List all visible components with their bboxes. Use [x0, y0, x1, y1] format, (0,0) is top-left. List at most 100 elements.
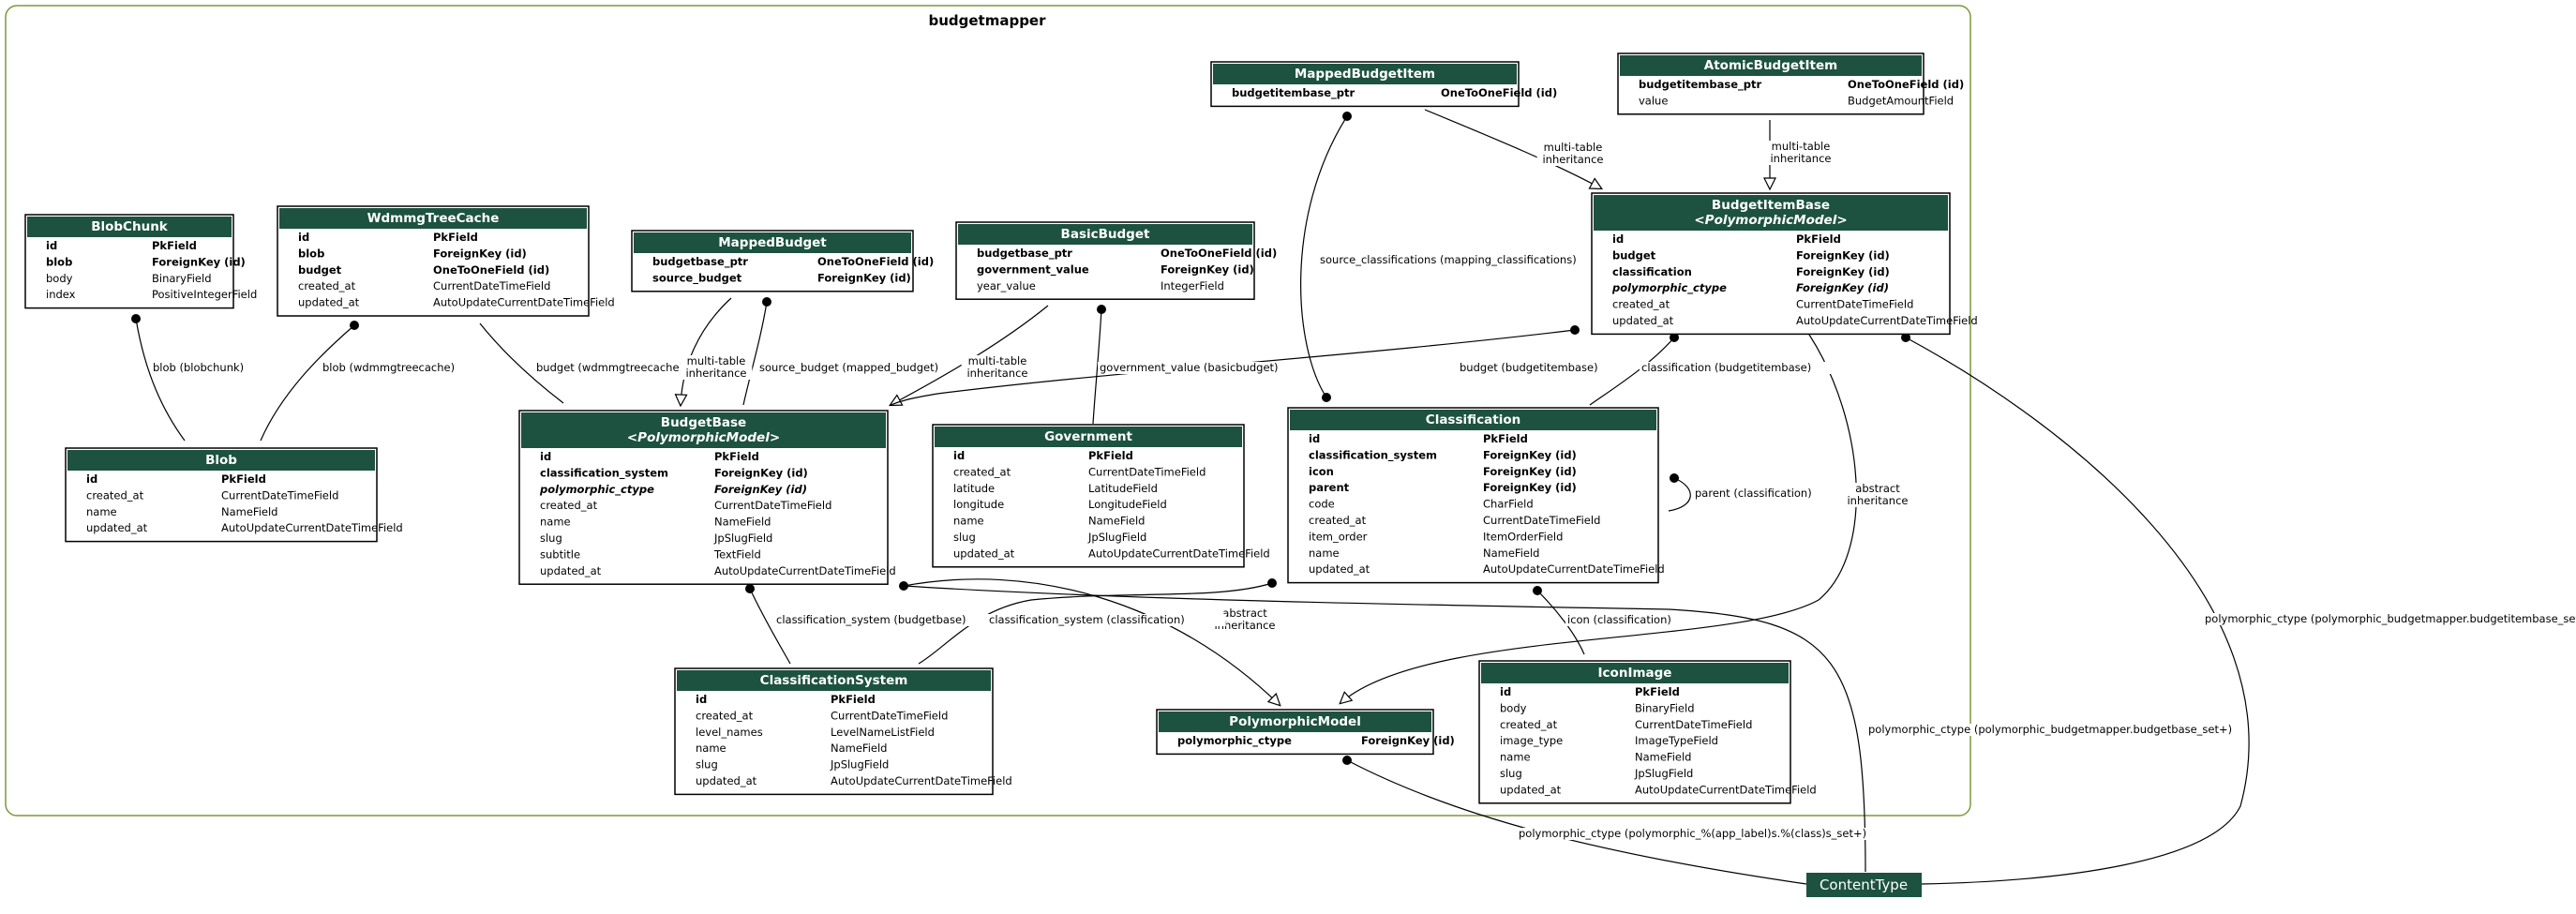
edge-source-budget	[742, 301, 768, 406]
model-header	[935, 427, 1242, 447]
field-type: OneToOneField (id)	[1441, 86, 1557, 99]
field-type: CurrentDateTimeField	[1088, 465, 1206, 478]
field-type: LatitudeField	[1088, 482, 1158, 495]
field-name: updated_at	[953, 547, 1015, 560]
field-name: created_at	[1612, 298, 1670, 311]
field-name: blob	[46, 255, 72, 268]
dot-classification-top	[1322, 393, 1331, 402]
edge-label-bg	[1458, 362, 1604, 374]
dot-mappedbudget-source	[762, 297, 771, 307]
edge-labels: blob (blobchunk)blob (wdmmgtreecache)bud…	[151, 140, 2576, 840]
field-type: NameField	[221, 505, 277, 518]
edge-mappedbudget-inherit	[681, 297, 732, 405]
field-type: PkField	[1088, 449, 1133, 462]
cluster-label: budgetmapper	[928, 12, 1046, 29]
field-type: ImageTypeField	[1635, 734, 1718, 747]
field-name: name	[696, 742, 726, 755]
edge-abstract-budgetbase	[903, 578, 1280, 705]
dot-budgetitembase-classification	[1670, 333, 1679, 342]
field-name: updated_at	[298, 296, 360, 309]
edge-label-bg	[961, 355, 1034, 367]
edge-label-bg	[1640, 362, 1835, 374]
edge-label-blob-blobchunk: blob (blobchunk)	[153, 361, 244, 374]
dot-polymorphicmodel	[1342, 756, 1352, 765]
field-row: name NameField	[540, 516, 771, 529]
field-type: TextField	[713, 547, 761, 561]
field-name: updated_at	[1309, 562, 1370, 576]
model-header	[1290, 410, 1656, 430]
field-type: PkField	[1796, 232, 1841, 246]
edge-label-cs-classification: classification_system (classification)	[989, 613, 1185, 626]
edge-label-abstract-2-b: inheritance	[1214, 619, 1275, 632]
edge-label-abstract-2-a: abstract	[1222, 607, 1267, 620]
edge-label-bg	[1764, 153, 1837, 165]
field-type: NameField	[714, 516, 771, 529]
field-name: slug	[1500, 767, 1522, 780]
field-type: BinaryField	[1635, 701, 1695, 714]
node-contenttype[interactable]: ContentType	[1806, 873, 1922, 897]
edge-blob-blobchunk	[135, 318, 186, 442]
edge-label-cs-budgetbase: classification_system (budgetbase)	[776, 613, 966, 626]
model-title: Government	[1044, 429, 1132, 444]
model-header	[1481, 663, 1789, 683]
edge-label-budget-budgetitembase: budget (budgetitembase)	[1460, 361, 1598, 374]
edge-label-parent-classification: parent (classification)	[1695, 487, 1812, 500]
edge-label-bg	[1764, 141, 1837, 153]
edge-label-bg	[1517, 828, 1892, 840]
field-type: ForeignKey (id)	[1796, 281, 1889, 294]
field-name: subtitle	[540, 547, 580, 561]
field-name: updated_at	[696, 774, 757, 787]
field-type: LongitudeField	[1088, 498, 1167, 511]
dot-classification-parent	[1670, 473, 1679, 483]
field-type: NameField	[1635, 751, 1691, 764]
field-name: created_at	[953, 465, 1011, 478]
field-name: slug	[540, 532, 562, 545]
edge-label-mappedbudgetitem-inherit-1: multi-table	[1544, 141, 1603, 154]
model-header	[27, 217, 232, 237]
model-box	[1478, 660, 1791, 804]
field-name: name	[540, 516, 571, 529]
field-type: ItemOrderField	[1483, 530, 1563, 543]
dot-classification-cs	[1267, 578, 1277, 588]
field-type: OneToOneField (id)	[433, 263, 549, 277]
field-type: ForeignKey (id)	[817, 271, 911, 284]
edge-label-basicbudget-inherit-1: multi-table	[968, 354, 1027, 367]
edge-label-bg	[1218, 607, 1272, 620]
dot-blobchunk	[131, 314, 141, 323]
